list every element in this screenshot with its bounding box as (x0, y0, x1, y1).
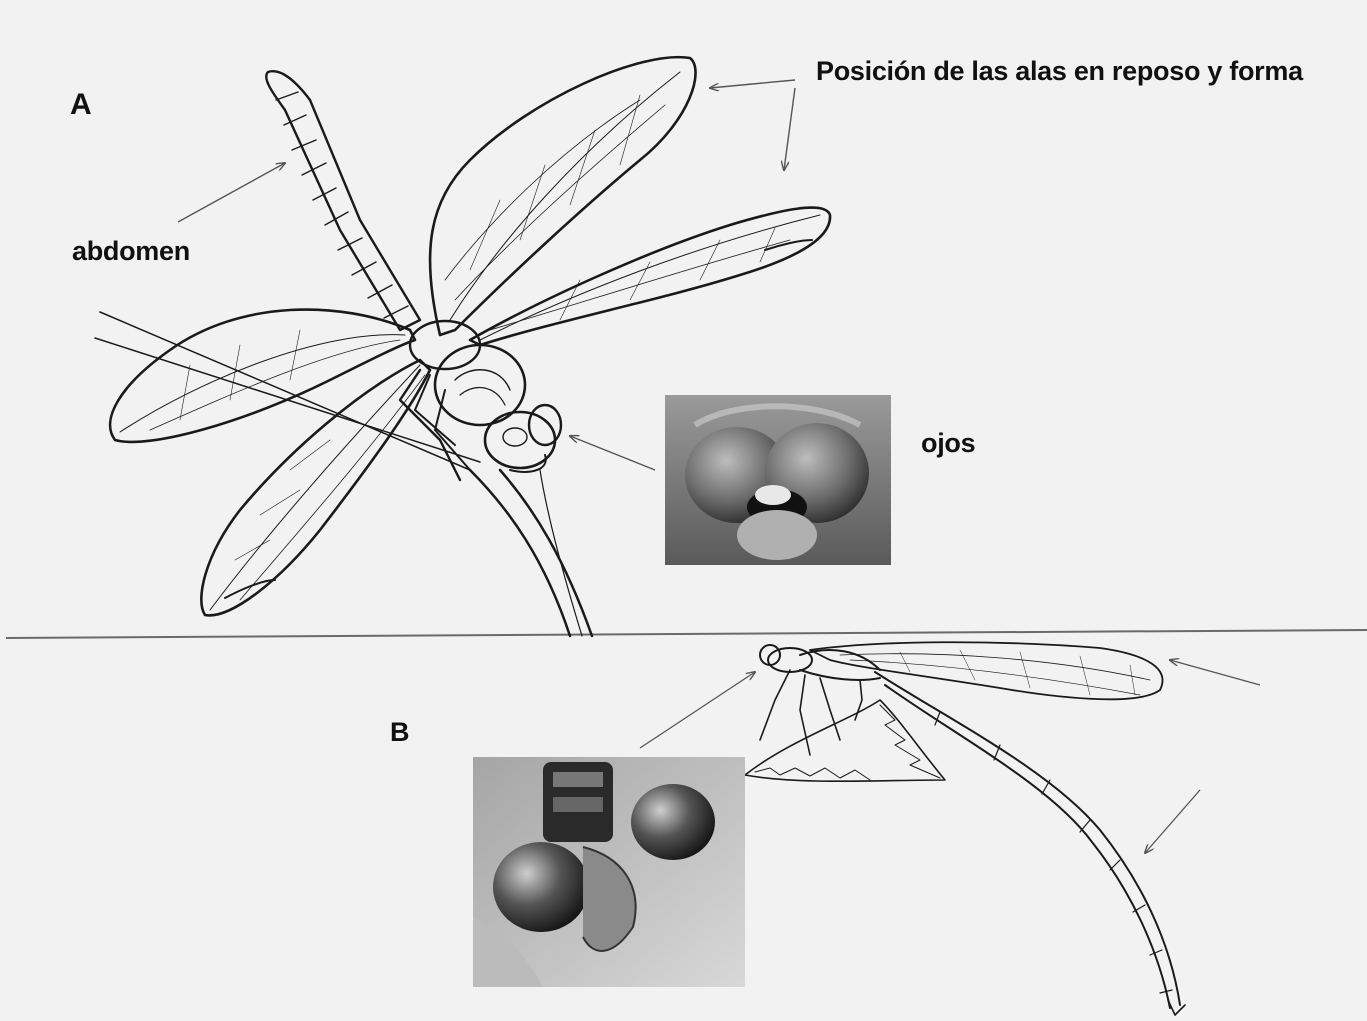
dragonfly-abdomen (266, 71, 420, 330)
arrow-to-damselfly-abdomen (1145, 790, 1200, 853)
panel-b-letter: B (390, 717, 409, 748)
arrow-to-abdomen (178, 163, 285, 222)
damselfly-abdomen (875, 672, 1185, 1015)
hindwing-left (201, 360, 430, 615)
arrow-to-eyes (570, 436, 655, 470)
panel-divider (6, 630, 1367, 638)
arrow-to-wing (710, 80, 795, 88)
arrow-to-hindwing (784, 88, 795, 170)
damselfly-wing (810, 642, 1163, 699)
dragonfly-eyes-photo (665, 395, 891, 565)
damselfly-eyes-closeup-icon (473, 757, 745, 987)
arrow-to-damselfly-head (640, 672, 755, 748)
arrow-to-damselfly-wing (1170, 660, 1260, 685)
eyes-label: ojos (921, 428, 975, 459)
abdomen-label: abdomen (72, 236, 190, 267)
damselfly-eyes-photo (473, 757, 745, 987)
plant-stem (95, 312, 592, 636)
leaf (745, 700, 945, 781)
wings-position-label: Posición de las alas en reposo y forma (816, 56, 1303, 87)
dragonfly-eyes-closeup-icon (665, 395, 891, 565)
damselfly-head-thorax (760, 645, 880, 755)
panel-a-letter: A (70, 88, 91, 122)
dragonfly-thorax-head (400, 321, 561, 480)
forewing-left (110, 310, 415, 442)
damselfly-illustration (745, 642, 1185, 1015)
